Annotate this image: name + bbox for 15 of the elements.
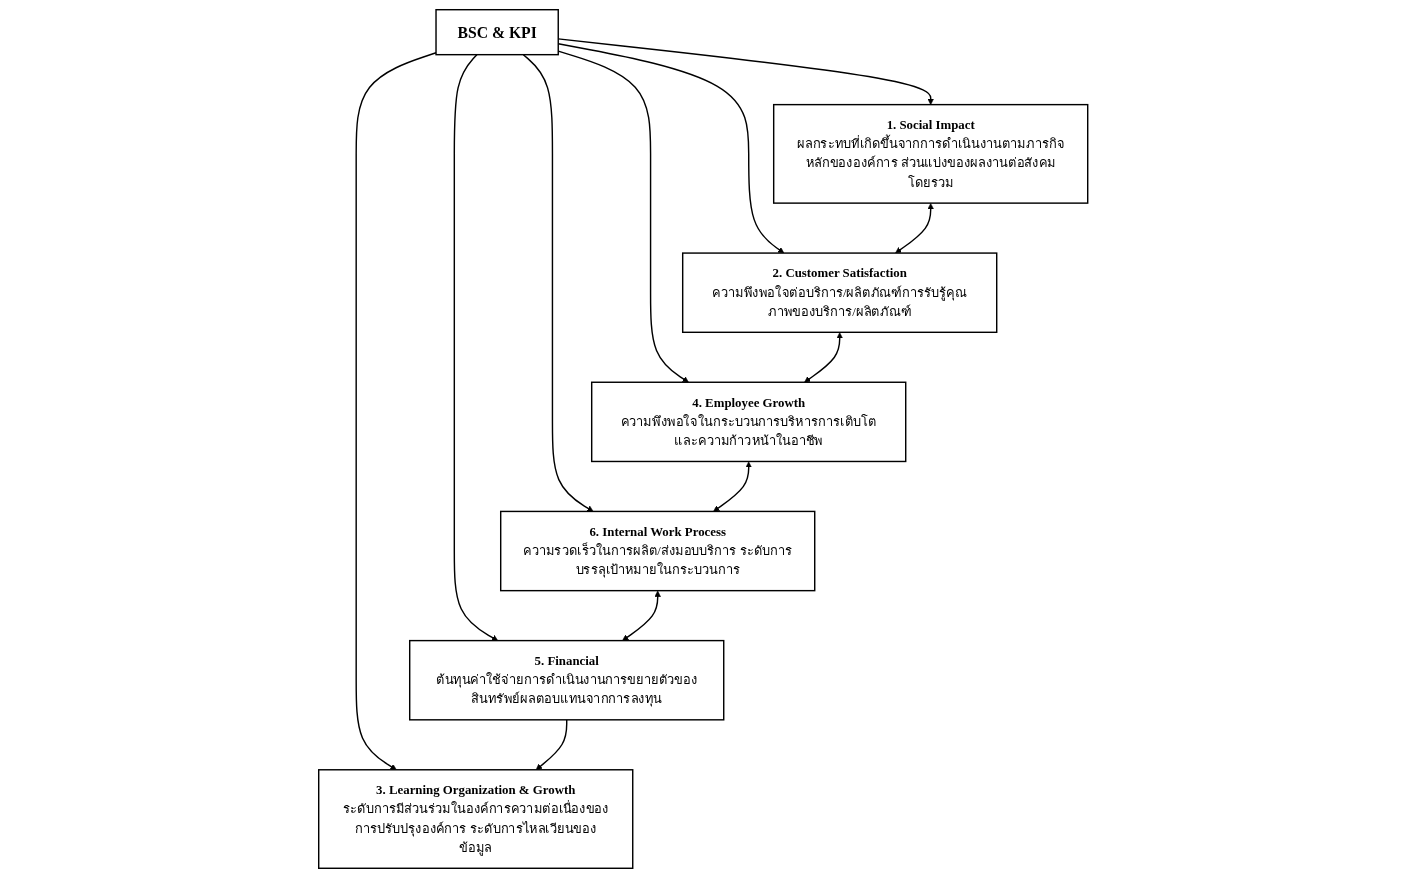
node-box: 3. Learning Organization & Growth ระดับการมีส่วนร่วมในองค์การความต่อเนื่องของการปรับปรุงองค์การ ระดับการไหลเวียนของข้อมูล xyxy=(318,768,634,869)
arrow xyxy=(622,590,662,641)
node-box: 5. Financial ต้นทุนค่าใช้จ่ายการดำเนินงานการขยายตัวของสินทรัพย์ผลตอบแทนจากการลงทุน xyxy=(409,639,725,721)
arrow xyxy=(713,460,753,512)
arrow xyxy=(522,53,594,512)
arrow xyxy=(453,53,499,641)
arrow xyxy=(536,718,568,770)
node-box: BSC & KPI xyxy=(435,8,560,55)
arrow xyxy=(804,331,844,383)
node-box: 2. Customer Satisfaction ความพึงพอใจต่อบริการ/ผลิตภัณฑ์การรับรู้คุณภาพของบริการ/ผลิตภัณฑ์ xyxy=(682,251,998,333)
arrow xyxy=(355,51,438,770)
arrow xyxy=(895,202,935,253)
node-box: 4. Employee Growth ความพึงพอใจในกระบวนการบริหารการเติบโตและความก้าวหน้าในอาชีพ xyxy=(591,381,907,462)
node-box: 6. Internal Work Process ความรวดเร็วในการผลิต/ส่งมอบบริการ ระดับการบรรลุเป้าหมายในกระบวนการ xyxy=(500,510,816,591)
node-box: 1. Social Impact ผลกระทบที่เกิดขึ้นจากการดำเนินงานตามภารกิจหลักขององค์การ ส่วนแบ่งของผลงานต่อสังคมโดยรวม xyxy=(773,103,1089,204)
